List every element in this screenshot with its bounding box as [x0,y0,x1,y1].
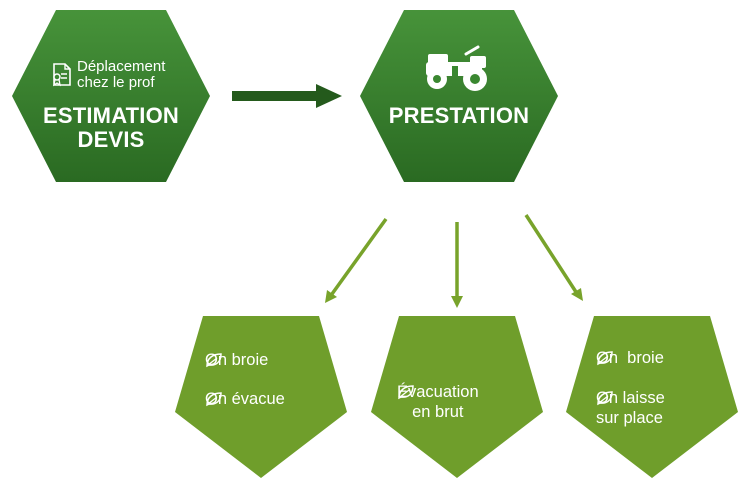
option-2-line-1: Évacuation [397,383,479,401]
option-2-item-1: Évacuation en brut [397,382,479,422]
leaf-icon [597,351,613,366]
leaf-icon [398,385,414,400]
option-3-item-1: On broie [596,348,664,368]
leaf-icon [206,353,222,368]
branch-arrow-left [325,217,388,303]
option-2-line-2: en brut [412,403,464,421]
option-1-item-1: On broie [205,350,268,370]
tractor-icon [426,45,487,91]
estimation-subtitle: Déplacement chez le prof [77,59,165,91]
prestation-hexagon: PRESTATION [360,10,558,182]
option-3-line-2a: On laisse [596,389,665,407]
option-pentagon-3: On broie On laisse sur place [566,316,738,478]
estimation-subtitle-line1: Déplacement [77,58,166,75]
main-arrow [232,84,342,108]
option-pentagon-1: On broie On évacue [175,316,347,478]
leaf-icon [206,392,222,407]
estimation-title: ESTIMATION DEVIS [12,104,210,152]
prestation-title: PRESTATION [388,103,530,128]
branch-arrow-middle [451,222,463,308]
option-3-line-2b: sur place [596,409,663,427]
option-1-item-2-text: On évacue [205,390,285,408]
leaf-icon [597,391,613,406]
option-pentagon-2: Évacuation en brut [371,316,543,478]
option-3-item-2: On laisse sur place [596,388,665,428]
estimation-subtitle-line2: chez le prof [77,74,155,91]
branch-arrow-right [524,214,583,301]
option-1-item-2: On évacue [205,389,285,409]
estimation-title-line1: ESTIMATION [42,103,180,128]
estimation-hexagon: Déplacement chez le prof ESTIMATION DEVI… [12,10,210,182]
estimation-title-line2: DEVIS [77,127,145,152]
document-certificate-icon [53,63,71,87]
